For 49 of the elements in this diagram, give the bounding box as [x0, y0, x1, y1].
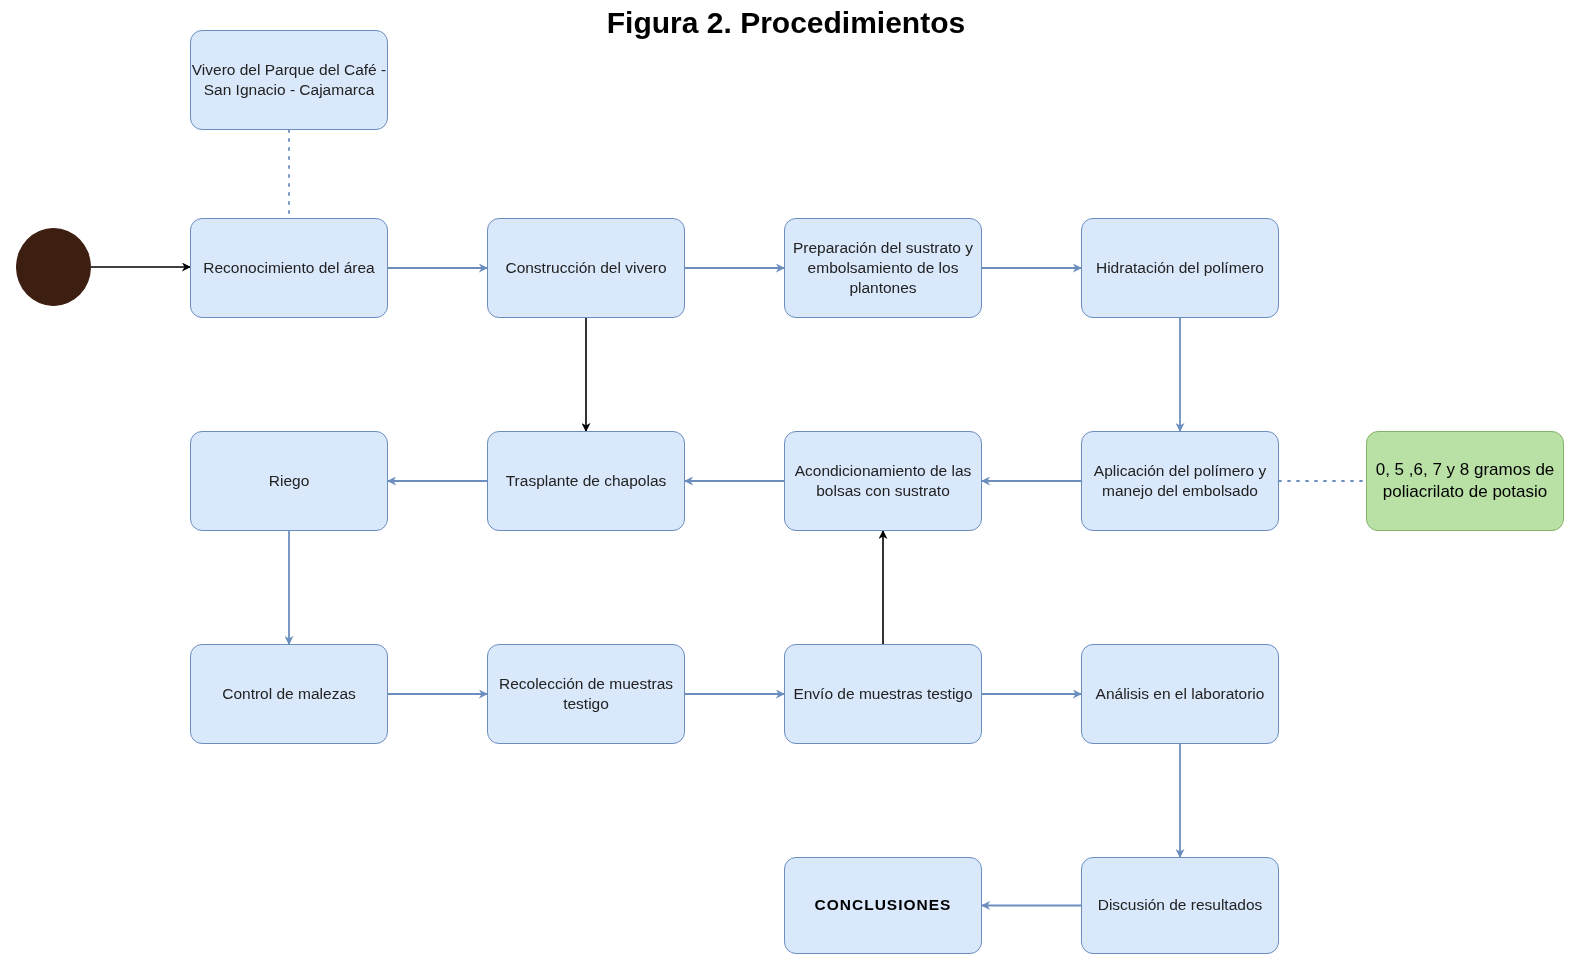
process-box: [784, 857, 982, 954]
note-box: [1366, 431, 1564, 531]
process-box: [784, 431, 982, 531]
node-label: Hidratación del polímero: [1096, 257, 1264, 278]
arrow: [1175, 317, 1185, 432]
arrow: [387, 689, 488, 699]
process-box: [190, 218, 388, 318]
node-label: Trasplante de chapolas: [505, 470, 667, 491]
node-label: CONCLUSIONES: [814, 895, 952, 916]
node-label: Aplicación del polímero y manejo del embolsado: [1092, 460, 1268, 501]
node-label: Preparación del sustrato y embolsamiento de los plantones: [791, 237, 975, 299]
arrow: [90, 262, 191, 272]
arrow: [981, 263, 1082, 273]
process-box: [487, 218, 685, 318]
arrow: [684, 689, 785, 699]
node-label: Control de malezas: [222, 683, 356, 704]
arrow: [581, 317, 591, 432]
arrow: [684, 263, 785, 273]
process-box: [1081, 644, 1279, 744]
process-box: [784, 644, 982, 744]
arrow: [981, 901, 1082, 910]
arrow: [1175, 743, 1185, 858]
process-box: [487, 431, 685, 531]
process-box: [784, 218, 982, 318]
node-label: Análisis en el laboratorio: [1095, 683, 1265, 704]
process-box: [1081, 857, 1279, 954]
node-label: Vivero del Parque del Café - San Ignacio - Cajamarca: [191, 59, 387, 100]
process-box: [1081, 431, 1279, 531]
node-label: Discusión de resultados: [1097, 895, 1263, 916]
process-box: [190, 431, 388, 531]
node-label: Riego: [268, 470, 310, 491]
node-label: Recolección de muestras testigo: [498, 673, 674, 714]
node-label: Envío de muestras testigo: [793, 683, 973, 704]
node-label: 0, 5 ,6, 7 y 8 gramos de poliacrilato de potasio: [1374, 458, 1556, 503]
arrow: [284, 530, 294, 645]
node-label: Acondicionamiento de las bolsas con sustrato: [793, 460, 973, 501]
process-box: [487, 644, 685, 744]
arrow: [684, 476, 785, 486]
arrow: [981, 476, 1082, 486]
process-box: [190, 30, 388, 130]
node-label: Reconocimiento del área: [203, 257, 375, 278]
arrow: [981, 689, 1082, 699]
arrow: [878, 530, 888, 645]
arrow: [387, 476, 488, 486]
process-box: [190, 644, 388, 744]
process-box: [1081, 218, 1279, 318]
node-label: Construcción del vivero: [505, 257, 667, 278]
arrow: [387, 263, 488, 273]
figure-title: Figura 2. Procedimientos: [605, 6, 967, 40]
